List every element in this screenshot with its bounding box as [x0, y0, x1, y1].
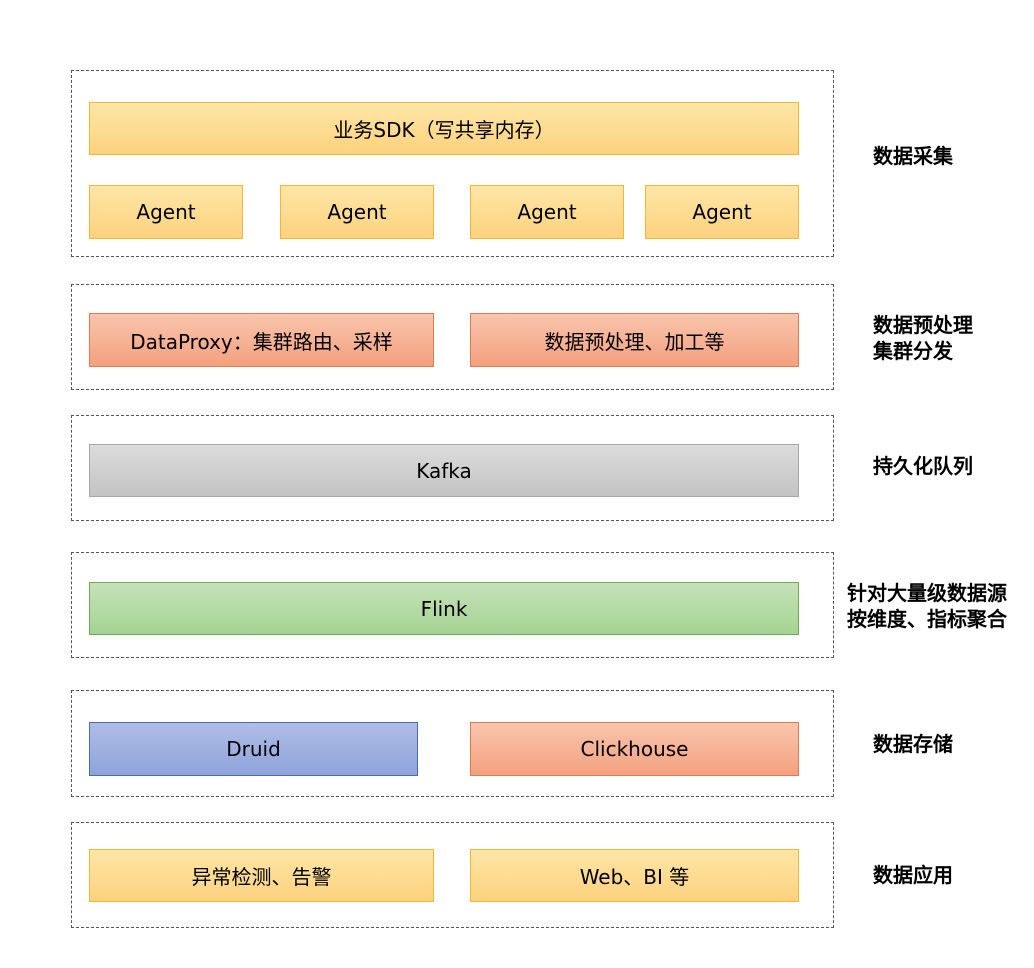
layer-preprocessing	[71, 284, 834, 390]
kafka-box: Kafka	[89, 444, 799, 497]
web-bi-box: Web、BI 等	[470, 849, 799, 902]
layer-desc-application: 数据应用	[873, 862, 953, 888]
druid-box: Druid	[89, 722, 418, 776]
agent-box-4: Agent	[645, 185, 799, 239]
layer-aggregation	[71, 552, 834, 658]
agent-box-2: Agent	[280, 185, 434, 239]
layer-desc-collection: 数据采集	[873, 143, 953, 169]
layer-desc-line: 数据应用	[873, 863, 953, 887]
layer-desc-aggregation: 针对大量级数据源 按维度、指标聚合	[847, 580, 1007, 632]
preprocessing-box: 数据预处理、加工等	[470, 313, 799, 367]
flink-box: Flink	[89, 582, 799, 635]
layer-desc-line: 集群分发	[873, 339, 953, 363]
layer-persistent-queue	[71, 415, 834, 521]
layer-desc-line: 按维度、指标聚合	[847, 607, 1007, 631]
agent-box-3: Agent	[470, 185, 624, 239]
layer-data-storage	[71, 690, 834, 797]
layer-desc-line: 数据预处理	[873, 313, 973, 337]
layer-desc-line: 数据存储	[873, 732, 953, 756]
clickhouse-box: Clickhouse	[470, 722, 799, 776]
layer-desc-preprocessing: 数据预处理 集群分发	[873, 312, 973, 364]
business-sdk-box: 业务SDK（写共享内存）	[89, 102, 799, 155]
layer-desc-line: 针对大量级数据源	[847, 581, 1007, 605]
anomaly-detection-box: 异常检测、告警	[89, 849, 434, 902]
layer-desc-line: 持久化队列	[873, 454, 973, 478]
layer-desc-line: 数据采集	[873, 144, 953, 168]
layer-data-application	[71, 822, 834, 928]
layer-desc-queue: 持久化队列	[873, 453, 973, 479]
dataproxy-box: DataProxy：集群路由、采样	[89, 313, 434, 367]
layer-data-collection	[71, 70, 834, 257]
layer-desc-storage: 数据存储	[873, 731, 953, 757]
agent-box-1: Agent	[89, 185, 243, 239]
